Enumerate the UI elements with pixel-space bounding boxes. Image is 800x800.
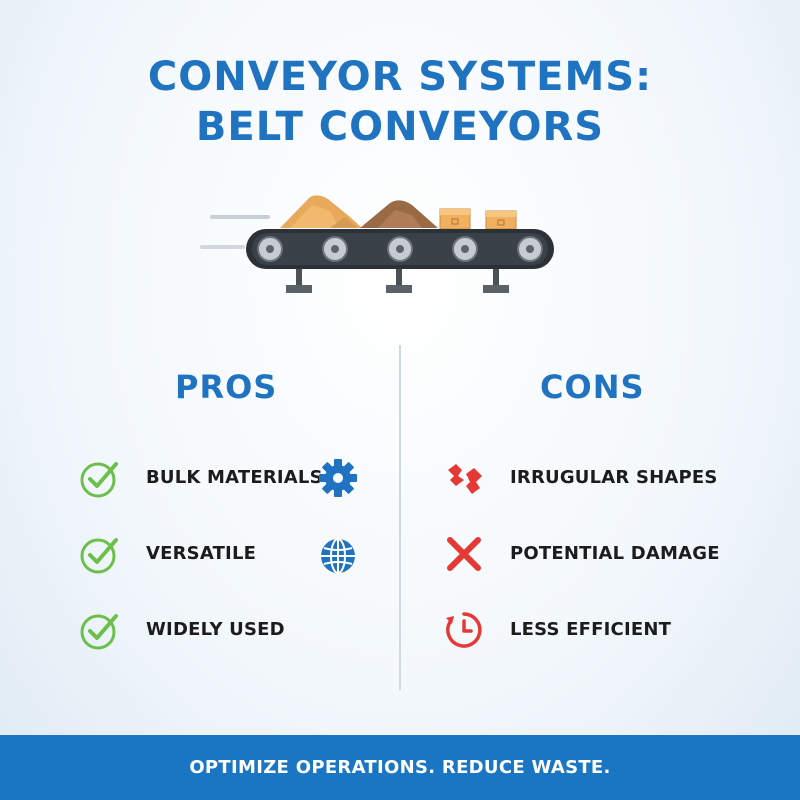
- check-icon: [80, 462, 118, 498]
- pros-item-label: VERSATILE: [146, 543, 257, 564]
- box-lid: [486, 211, 516, 217]
- x-icon: [447, 537, 481, 571]
- gear-icon: [319, 459, 357, 497]
- roller-hub: [331, 245, 339, 253]
- motion-line: [200, 245, 245, 249]
- leg-foot: [386, 285, 412, 293]
- roller-hub: [461, 245, 469, 253]
- box-label: [451, 218, 459, 225]
- globe-icon: [321, 538, 355, 574]
- cons-heading: CONS: [540, 368, 645, 406]
- roller-hub: [266, 245, 274, 253]
- small-pile: [330, 217, 358, 228]
- roller-hub: [526, 245, 534, 253]
- cons-item-label: POTENTIAL DAMAGE: [510, 543, 720, 564]
- rollers: [257, 236, 543, 262]
- clock-icon: [446, 612, 482, 648]
- leg: [296, 269, 302, 285]
- sand-pile-highlight: [290, 205, 340, 228]
- cons-item-label: IRRUGULAR SHAPES: [510, 467, 718, 488]
- pros-heading: PROS: [175, 368, 278, 406]
- title-line-1: CONVEYOR SYSTEMS:: [147, 54, 653, 100]
- roller-hub: [396, 245, 404, 253]
- motion-line: [210, 215, 270, 219]
- belt-conveyor-illustration: [200, 195, 554, 293]
- title-line-2: BELT CONVEYORS: [195, 104, 605, 150]
- leg-foot: [286, 285, 312, 293]
- page-title: CONVEYOR SYSTEMS: BELT CONVEYORS: [0, 52, 800, 152]
- box-lid: [440, 209, 470, 215]
- column-divider: [399, 345, 401, 690]
- box-label: [497, 219, 505, 226]
- check-icon: [80, 614, 118, 650]
- broken-shape-icon: [448, 464, 482, 494]
- dirt-pile-highlight: [378, 210, 422, 228]
- footer-text: OPTIMIZE OPERATIONS. REDUCE WASTE.: [189, 757, 611, 778]
- leg: [396, 269, 402, 285]
- pros-item-label: WIDELY USED: [146, 619, 285, 640]
- footer-banner: OPTIMIZE OPERATIONS. REDUCE WASTE.: [0, 735, 800, 800]
- leg-foot: [483, 285, 509, 293]
- conveyor-legs: [286, 269, 509, 293]
- check-icon: [80, 538, 118, 574]
- leg: [493, 269, 499, 285]
- cons-item-label: LESS EFFICIENT: [510, 619, 672, 640]
- pros-item-label: BULK MATERIALS: [146, 467, 323, 488]
